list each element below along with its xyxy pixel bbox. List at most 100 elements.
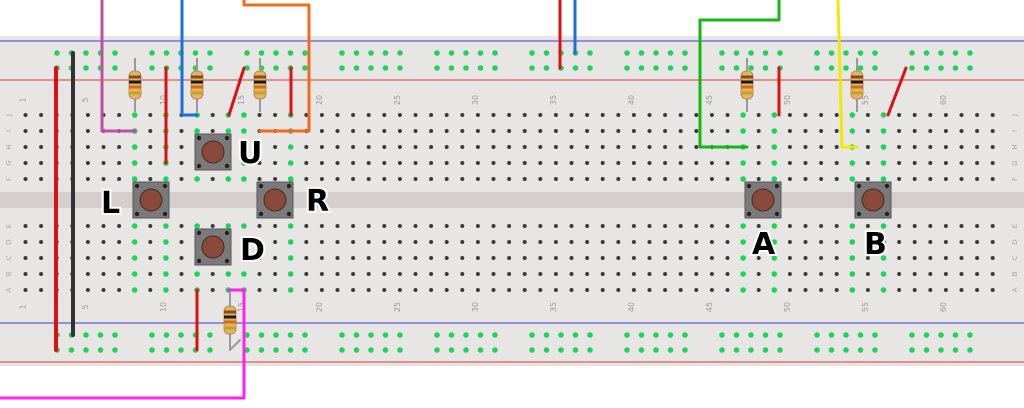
hole-connected (131, 255, 138, 261)
hole (507, 288, 512, 292)
hole-connected (97, 347, 104, 353)
hole (23, 145, 28, 149)
button-d-pin (224, 230, 230, 236)
hole (819, 113, 824, 117)
hole (803, 177, 808, 181)
hole-connected (492, 65, 498, 71)
hole-connected (207, 347, 213, 353)
hole-connected (814, 332, 820, 338)
hole (101, 288, 106, 292)
hole (101, 145, 106, 149)
hole (553, 256, 558, 260)
hole (631, 145, 636, 149)
hole-connected (368, 50, 374, 56)
wire-blue (180, 0, 199, 117)
hole-connected (397, 332, 403, 338)
hole (553, 161, 558, 165)
hole-connected (771, 176, 778, 182)
hole-connected (587, 332, 593, 338)
hole-connected (131, 160, 138, 166)
hole (366, 272, 371, 276)
hole (725, 161, 730, 165)
hole (273, 177, 278, 181)
hole-connected (397, 65, 403, 71)
hole-connected (748, 347, 754, 353)
hole (787, 288, 792, 292)
hole-connected (339, 65, 345, 71)
hole-connected (638, 50, 645, 56)
button-u-pin (224, 135, 230, 141)
hole (23, 224, 28, 228)
hole (366, 113, 371, 117)
hole-connected (828, 332, 835, 338)
hole (538, 288, 543, 292)
resistor-band (224, 315, 236, 319)
hole-connected (909, 332, 915, 338)
hole (39, 145, 44, 149)
hole (569, 272, 574, 276)
hole-connected (828, 65, 835, 71)
column-number: 30 (471, 302, 480, 312)
hole-connected (302, 50, 308, 56)
hole (834, 272, 839, 276)
hole-connected (163, 332, 170, 338)
hole (616, 224, 621, 228)
hole (351, 224, 356, 228)
hole (491, 177, 496, 181)
hole (616, 145, 621, 149)
hole-connected (241, 239, 247, 245)
hole (101, 240, 106, 244)
hole (569, 113, 574, 117)
hole (85, 145, 90, 149)
hole (366, 288, 371, 292)
hole (148, 272, 153, 276)
column-number: 60 (939, 302, 948, 312)
button-l-pin (134, 211, 140, 217)
hole (616, 240, 621, 244)
hole-connected (192, 50, 199, 56)
hole-connected (68, 347, 75, 353)
hole (725, 288, 730, 292)
hole-connected (353, 332, 360, 338)
hole (351, 240, 356, 244)
hole (39, 113, 44, 117)
hole-connected (463, 332, 469, 338)
hole-connected (740, 287, 746, 293)
hole-connected (287, 255, 294, 261)
button-u-cap (201, 140, 225, 164)
hole (975, 145, 980, 149)
hole-connected (434, 50, 440, 56)
hole-connected (880, 176, 887, 182)
hole (756, 240, 761, 244)
hole-connected (587, 347, 593, 353)
hole (148, 224, 153, 228)
hole (460, 272, 465, 276)
hole-connected (771, 128, 778, 134)
hole (897, 129, 902, 133)
hole (975, 240, 980, 244)
wire-purple (100, 0, 137, 133)
hole (803, 256, 808, 260)
hole (897, 177, 902, 181)
column-number: 55 (861, 95, 870, 105)
hole (756, 288, 761, 292)
column-number: 25 (393, 302, 402, 312)
hole-connected (163, 176, 169, 182)
button-l-pin (162, 183, 168, 189)
resistor-body (253, 70, 267, 100)
hole (959, 288, 964, 292)
hole (975, 288, 980, 292)
hole (975, 177, 980, 181)
hole (709, 240, 714, 244)
hole (460, 240, 465, 244)
resistor-band (129, 75, 141, 79)
hole (507, 272, 512, 276)
resistor-body (850, 70, 864, 100)
column-number: 20 (315, 95, 324, 105)
hole (507, 145, 512, 149)
hole-connected (880, 112, 887, 118)
hole-connected (771, 255, 778, 261)
hole-connected (638, 65, 645, 71)
hole-connected (244, 332, 250, 338)
